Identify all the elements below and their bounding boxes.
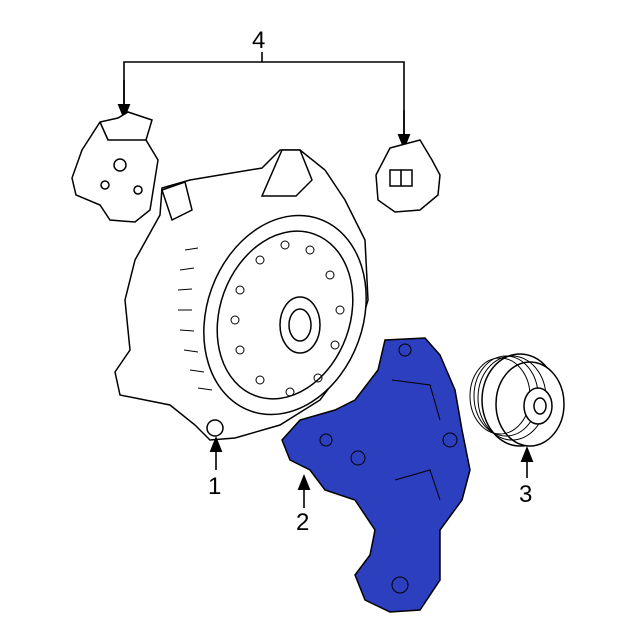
callout-4-leader (117, 52, 411, 150)
connector-left[interactable] (71, 111, 159, 223)
alternator-bracket[interactable] (281, 337, 471, 613)
callout-2[interactable]: 2 (296, 509, 309, 536)
callout-1[interactable]: 1 (208, 473, 221, 500)
pulley[interactable] (469, 353, 565, 447)
connector-right[interactable] (375, 139, 441, 213)
callout-4[interactable]: 4 (252, 27, 265, 54)
alternator[interactable] (114, 149, 393, 441)
callout-3[interactable]: 3 (519, 481, 532, 508)
